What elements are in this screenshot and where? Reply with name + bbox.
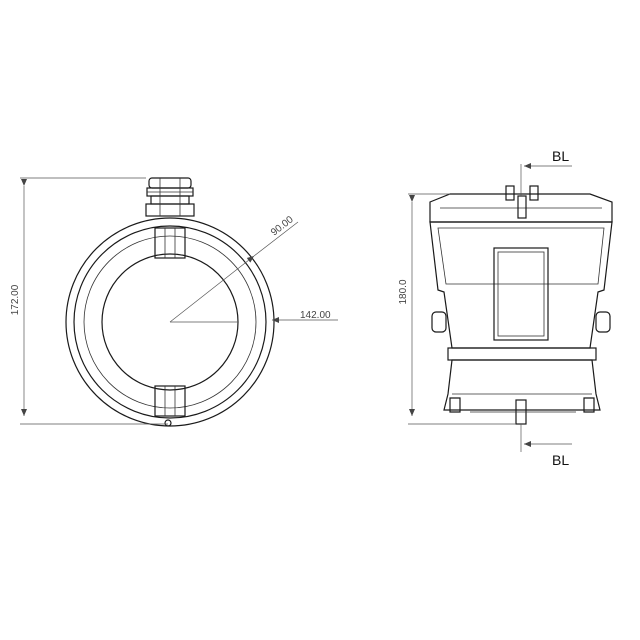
dim-172: 172.00 — [10, 284, 21, 315]
inner-dimension: 142.00 — [170, 310, 338, 323]
section-label-top: BL — [552, 148, 569, 164]
bottom-bolt-block — [154, 385, 186, 417]
radius-dimension: 90.00 — [169, 214, 299, 323]
top-bolt-block — [154, 227, 186, 259]
dim-90: 90.00 — [269, 214, 296, 238]
section-marker-bottom: BL — [524, 441, 572, 468]
height-dimension-left: 172.00 — [10, 177, 168, 425]
gland-nut — [145, 177, 195, 217]
front-view: 172.00 90.00 142.00 — [10, 177, 338, 427]
section-marker-top: BL — [524, 148, 572, 169]
dim-180: 180.0 — [398, 279, 409, 304]
dim-142: 142.00 — [300, 310, 331, 321]
section-label-bottom: BL — [552, 452, 569, 468]
side-view: BL BL 180.0 — [398, 148, 613, 468]
height-dimension-right: 180.0 — [398, 193, 516, 425]
